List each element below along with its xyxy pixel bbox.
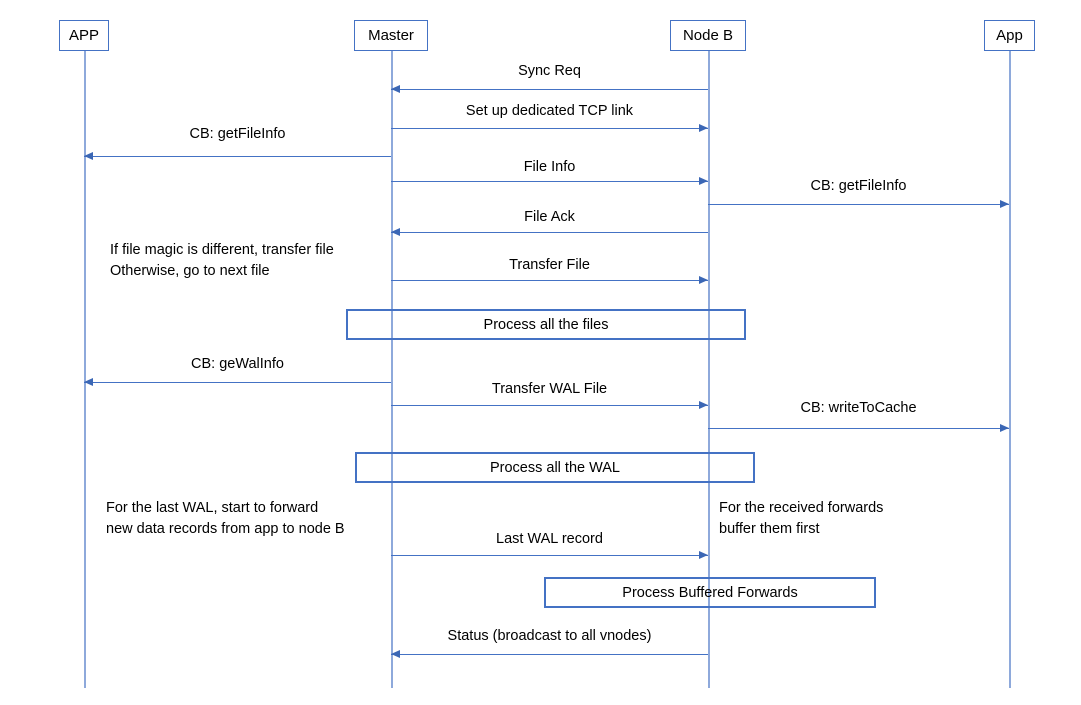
lifeline-app-right: [1009, 51, 1011, 688]
message-label-cb-getfileinfo-right: CB: getFileInfo: [810, 178, 907, 194]
message-label-tcp-link: Set up dedicated TCP link: [465, 103, 634, 119]
message-label-file-info: File Info: [523, 159, 576, 175]
arrowhead-left-icon: [391, 85, 400, 93]
participant-box-node-b[interactable]: Node B: [670, 20, 746, 51]
note-note-file-magic: If file magic is different, transfer fil…: [110, 242, 334, 280]
arrowhead-right-icon: [1000, 424, 1009, 432]
participant-label: Node B: [682, 27, 734, 44]
lifeline-node-b: [708, 51, 710, 688]
message-line-sync-req: [391, 89, 708, 91]
process-box-process-buffered-forwards[interactable]: Process Buffered Forwards: [544, 577, 876, 608]
message-line-tcp-link: [391, 128, 708, 130]
arrowhead-right-icon: [699, 551, 708, 559]
arrowhead-left-icon: [84, 152, 93, 160]
arrowhead-left-icon: [391, 228, 400, 236]
arrowhead-left-icon: [391, 650, 400, 658]
message-label-sync-req: Sync Req: [518, 63, 581, 79]
message-label-transfer-file: Transfer File: [509, 257, 590, 273]
lifeline-master: [391, 51, 393, 688]
message-label-file-ack: File Ack: [524, 209, 575, 225]
message-line-transfer-wal: [391, 405, 708, 407]
arrowhead-right-icon: [699, 276, 708, 284]
lifeline-app-left: [84, 51, 86, 688]
arrowhead-right-icon: [1000, 200, 1009, 208]
message-line-cb-getfileinfo-left: [84, 156, 391, 158]
process-box-label: Process all the WAL: [489, 459, 620, 476]
arrowhead-right-icon: [699, 401, 708, 409]
message-line-status: [391, 654, 708, 656]
message-line-transfer-file: [391, 280, 708, 282]
process-box-process-all-files[interactable]: Process all the files: [346, 309, 746, 340]
process-box-label: Process Buffered Forwards: [622, 584, 798, 601]
message-line-file-info: [391, 181, 708, 183]
message-line-cb-gewalinfo: [84, 382, 391, 384]
note-note-last-wal: For the last WAL, start to forward new d…: [106, 500, 345, 538]
message-label-cb-gewalinfo: CB: geWalInfo: [191, 356, 284, 372]
participant-box-app-left[interactable]: APP: [59, 20, 109, 51]
arrowhead-right-icon: [699, 124, 708, 132]
note-note-received-fwds: For the received forwards buffer them fi…: [719, 500, 884, 538]
process-box-process-all-wal[interactable]: Process all the WAL: [355, 452, 755, 483]
arrowhead-right-icon: [699, 177, 708, 185]
message-line-last-wal-record: [391, 555, 708, 557]
participant-box-app-right[interactable]: App: [984, 20, 1035, 51]
participant-label: App: [996, 27, 1023, 44]
arrowhead-left-icon: [84, 378, 93, 386]
message-label-status: Status (broadcast to all vnodes): [447, 628, 652, 644]
participant-box-master[interactable]: Master: [354, 20, 428, 51]
message-line-file-ack: [391, 232, 708, 234]
message-line-cb-writetocache: [708, 428, 1009, 430]
message-label-cb-writetocache: CB: writeToCache: [800, 400, 917, 416]
participant-label: Master: [368, 27, 414, 44]
message-label-transfer-wal: Transfer WAL File: [491, 381, 608, 397]
participant-label: APP: [68, 27, 99, 44]
message-label-last-wal-record: Last WAL record: [496, 531, 603, 547]
process-box-label: Process all the files: [483, 316, 609, 333]
message-line-cb-getfileinfo-right: [708, 204, 1009, 206]
message-label-cb-getfileinfo-left: CB: getFileInfo: [189, 126, 286, 142]
